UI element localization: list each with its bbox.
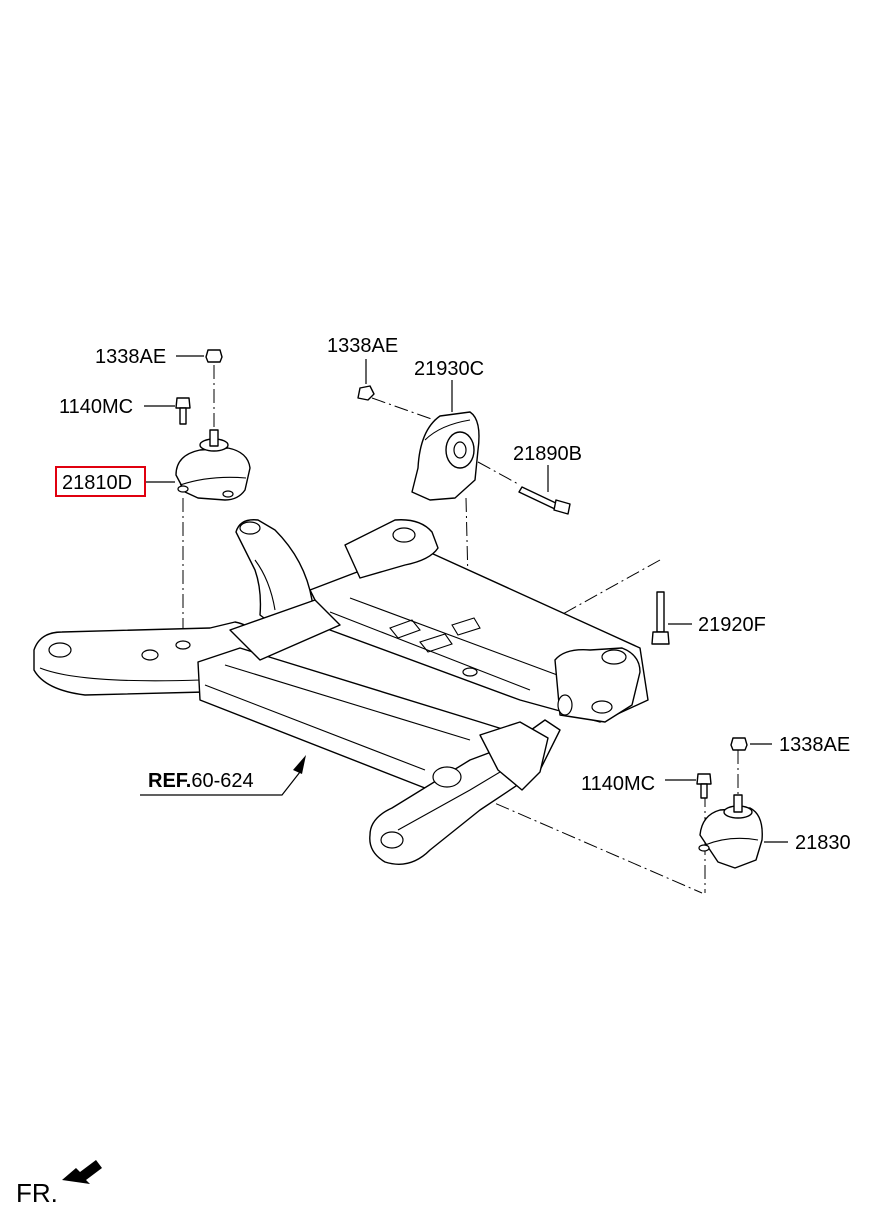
front-direction-indicator: FR. (16, 1160, 102, 1208)
nut-1338ae-center[interactable] (357, 385, 375, 401)
label-nut-right: 1338AE (779, 734, 850, 756)
nut-1338ae-right[interactable] (730, 737, 748, 751)
ref-number: 60-624 (191, 770, 253, 792)
bolt-1140mc-right[interactable] (696, 773, 712, 799)
mount-21830[interactable] (698, 794, 763, 869)
label-mount-right: 21830 (795, 832, 851, 854)
bolt-21890b[interactable] (518, 486, 571, 515)
ref-label[interactable]: REF.60-624 (148, 770, 254, 792)
label-bolt-long: 21920F (698, 614, 766, 636)
label-bolt-rear: 21890B (513, 443, 582, 465)
label-mount-rear: 21930C (414, 358, 484, 380)
label-bolt-left: 1140MC (59, 396, 133, 418)
mount-21810d[interactable] (175, 429, 251, 501)
fr-label: FR. (16, 1178, 58, 1208)
label-bolt-right: 1140MC (581, 773, 655, 795)
label-nut-top-center: 1338AE (327, 335, 398, 357)
mount-21930c[interactable] (411, 411, 480, 501)
nut-1338ae-left[interactable] (205, 349, 223, 363)
highlight-box-21810d (55, 466, 146, 497)
leader-lines (140, 355, 788, 843)
label-nut-top-left: 1338AE (95, 346, 166, 368)
bolt-1140mc-left[interactable] (175, 397, 191, 425)
subframe (33, 519, 649, 865)
label-mount-left[interactable]: 21810D (62, 472, 132, 494)
bolt-21920f[interactable] (651, 591, 670, 645)
front-arrow-icon (62, 1160, 102, 1184)
ref-prefix: REF. (148, 770, 191, 792)
